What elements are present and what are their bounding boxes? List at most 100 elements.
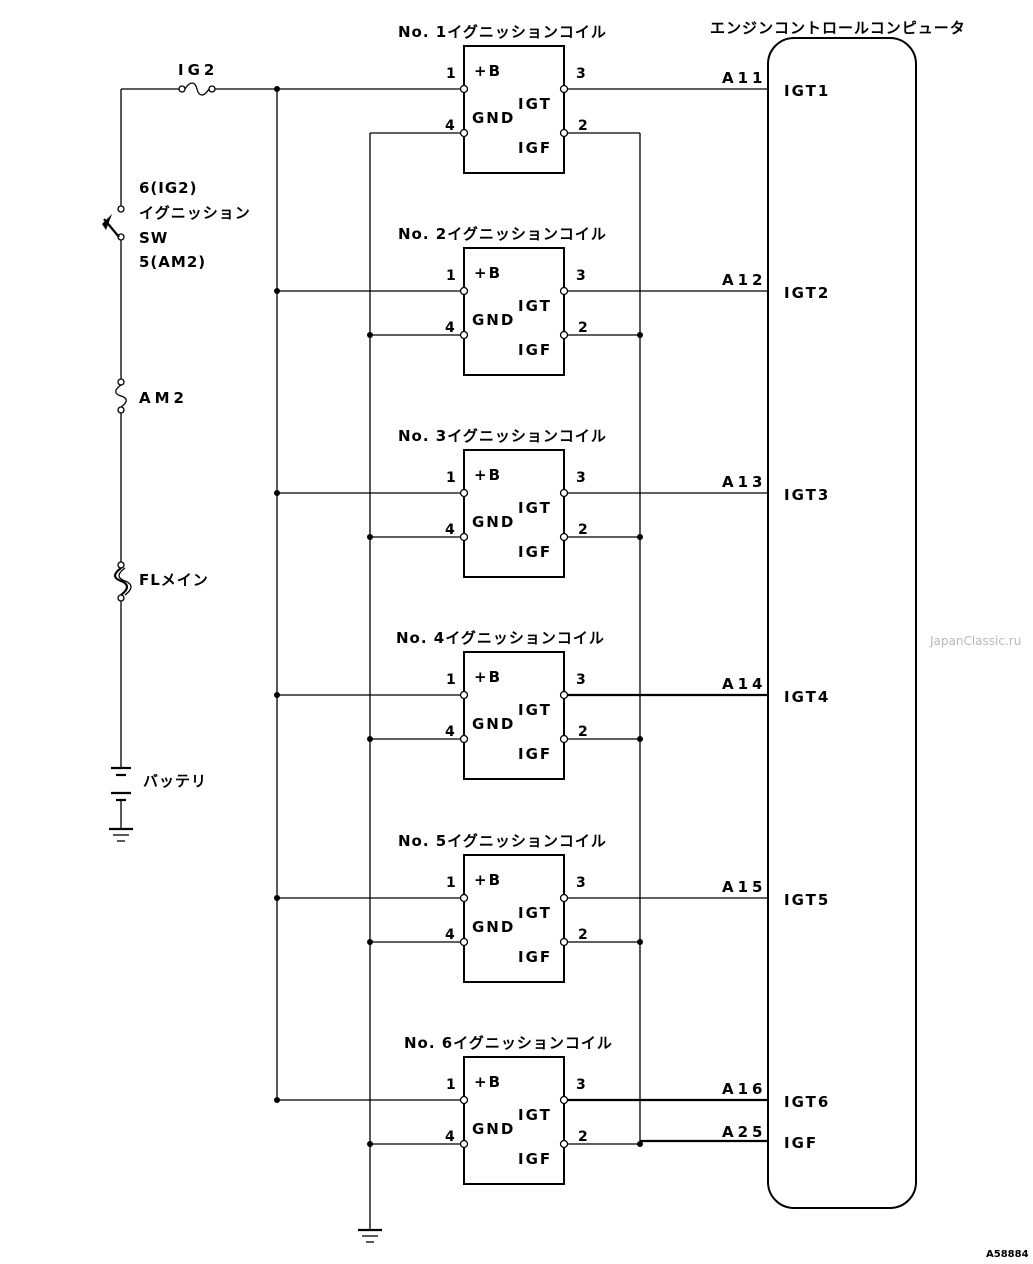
- switch-sw-label: SW: [139, 229, 168, 247]
- coil-3-b-junction: [274, 490, 280, 496]
- coil-4-term-gnd: GND: [472, 715, 515, 733]
- coil-4-label: No. 4イグニッションコイル: [396, 629, 605, 647]
- coil-1-pin-terminal: [459, 84, 469, 94]
- coil-2-pin-b-number: 1: [446, 268, 456, 284]
- coil-2-igf-junction: [637, 332, 643, 338]
- coil-2-pin-gnd-number: 4: [445, 320, 455, 336]
- switch-terminal-top-label: 6(IG2): [139, 179, 197, 197]
- coil-6-term-igt: IGT: [518, 1106, 552, 1124]
- coil-3-body: [463, 449, 565, 578]
- coil-6-pin-terminal: [459, 1095, 469, 1105]
- coil-3-term-plus-b: +B: [474, 466, 502, 484]
- coil-6-pin-gnd-number: 4: [445, 1129, 455, 1145]
- coil-4-pin-b-number: 1: [446, 672, 456, 688]
- coil-3-pin-gnd-number: 4: [445, 522, 455, 538]
- coil-5-pin-b-number: 1: [446, 875, 456, 891]
- coil-2-pin-igt-number: 3: [576, 268, 586, 284]
- coil-3-pin-igt-number: 3: [576, 470, 586, 486]
- coil-3-pin-terminal: [459, 488, 469, 498]
- coil-3-term-igf: IGF: [518, 543, 552, 561]
- coil-1-term-plus-b: +B: [474, 62, 502, 80]
- coil-6-label: No. 6イグニッションコイル: [404, 1034, 613, 1052]
- coil-1-pin-terminal: [559, 84, 569, 94]
- coil-5-pin-terminal: [559, 893, 569, 903]
- battery-ground-symbol: [109, 827, 133, 842]
- coil-5-label: No. 5イグニッションコイル: [398, 832, 607, 850]
- coil-4-pin-terminal: [559, 734, 569, 744]
- connector-pin-a11: A11: [722, 69, 766, 87]
- ecu-terminal-igt3: IGT3: [784, 486, 830, 504]
- power-supply-path: [120, 88, 277, 828]
- coil-2-b-junction: [274, 288, 280, 294]
- coil-4-pin-igf-number: 2: [578, 724, 588, 740]
- coil-2-term-gnd: GND: [472, 311, 515, 329]
- coil-3-term-gnd: GND: [472, 513, 515, 531]
- coil-4-b-junction: [274, 692, 280, 698]
- coil-1-pin-b-number: 1: [446, 66, 456, 82]
- coil-6-b-junction: [274, 1097, 280, 1103]
- coil-3-gnd-junction: [367, 534, 373, 540]
- coil-2-pin-terminal: [459, 286, 469, 296]
- coil-5-pin-terminal: [459, 937, 469, 947]
- coil-4-gnd-junction: [367, 736, 373, 742]
- coil-5-term-igt: IGT: [518, 904, 552, 922]
- connector-pin-a25: A25: [722, 1123, 766, 1141]
- coil-1-pin-terminal: [459, 128, 469, 138]
- coil-2-gnd-junction: [367, 332, 373, 338]
- coil-2-pin-terminal: [559, 286, 569, 296]
- watermark: JapanClassic.ru: [929, 634, 1021, 648]
- ecu-terminal-igt4: IGT4: [784, 688, 830, 706]
- ecu-title: エンジンコントロールコンピュータ: [710, 19, 966, 37]
- coil-3-pin-terminal: [459, 532, 469, 542]
- coil-1-term-gnd: GND: [472, 109, 515, 127]
- coil-1-body: [463, 45, 565, 174]
- coil-6-term-igf: IGF: [518, 1150, 552, 1168]
- coil-6-pin-igf-number: 2: [578, 1129, 588, 1145]
- coil-5-term-igf: IGF: [518, 948, 552, 966]
- coil-1-pin-igf-number: 2: [578, 118, 588, 134]
- connector-pin-a15: A15: [722, 878, 766, 896]
- coil-5-pin-terminal: [559, 937, 569, 947]
- engine-control-computer-box: [767, 37, 917, 1209]
- coil-5-pin-igf-number: 2: [578, 927, 588, 943]
- figure-code: A58884: [986, 1249, 1029, 1260]
- ig2-fuse-label: IG2: [178, 61, 218, 79]
- ecu-terminal-igt6: IGT6: [784, 1093, 830, 1111]
- coil-5-igf-junction: [637, 939, 643, 945]
- coil-2-term-igf: IGF: [518, 341, 552, 359]
- ignition-switch: [102, 205, 125, 241]
- connector-pin-a16: A16: [722, 1080, 766, 1098]
- coil-4-pin-igt-number: 3: [576, 672, 586, 688]
- ecu-terminal-igt5: IGT5: [784, 891, 830, 909]
- coil-6-pin-igt-number: 3: [576, 1077, 586, 1093]
- coil-4-igf-junction: [637, 736, 643, 742]
- coil-4-term-igt: IGT: [518, 701, 552, 719]
- battery-symbol: [111, 766, 131, 802]
- coil-5-term-plus-b: +B: [474, 871, 502, 889]
- ecu-terminal-igf: IGF: [784, 1134, 818, 1152]
- coil-2-pin-terminal: [459, 330, 469, 340]
- ground-bus: [358, 133, 382, 1243]
- coil-6-igf-junction: [637, 1141, 643, 1147]
- coil-4-pin-terminal: [459, 690, 469, 700]
- coil-4-pin-terminal: [459, 734, 469, 744]
- coil-1-pin-igt-number: 3: [576, 66, 586, 82]
- connector-pin-a14: A14: [722, 675, 766, 693]
- coil-5-term-gnd: GND: [472, 918, 515, 936]
- coil-5-pin-igt-number: 3: [576, 875, 586, 891]
- fl-main-label: FLメイン: [139, 571, 209, 589]
- coil-4-term-igf: IGF: [518, 745, 552, 763]
- coil-3-term-igt: IGT: [518, 499, 552, 517]
- coil-6-term-plus-b: +B: [474, 1073, 502, 1091]
- coil-5-body: [463, 854, 565, 983]
- ig2-junction: [274, 86, 280, 92]
- coil-6-pin-terminal: [559, 1095, 569, 1105]
- coil-6-body: [463, 1056, 565, 1185]
